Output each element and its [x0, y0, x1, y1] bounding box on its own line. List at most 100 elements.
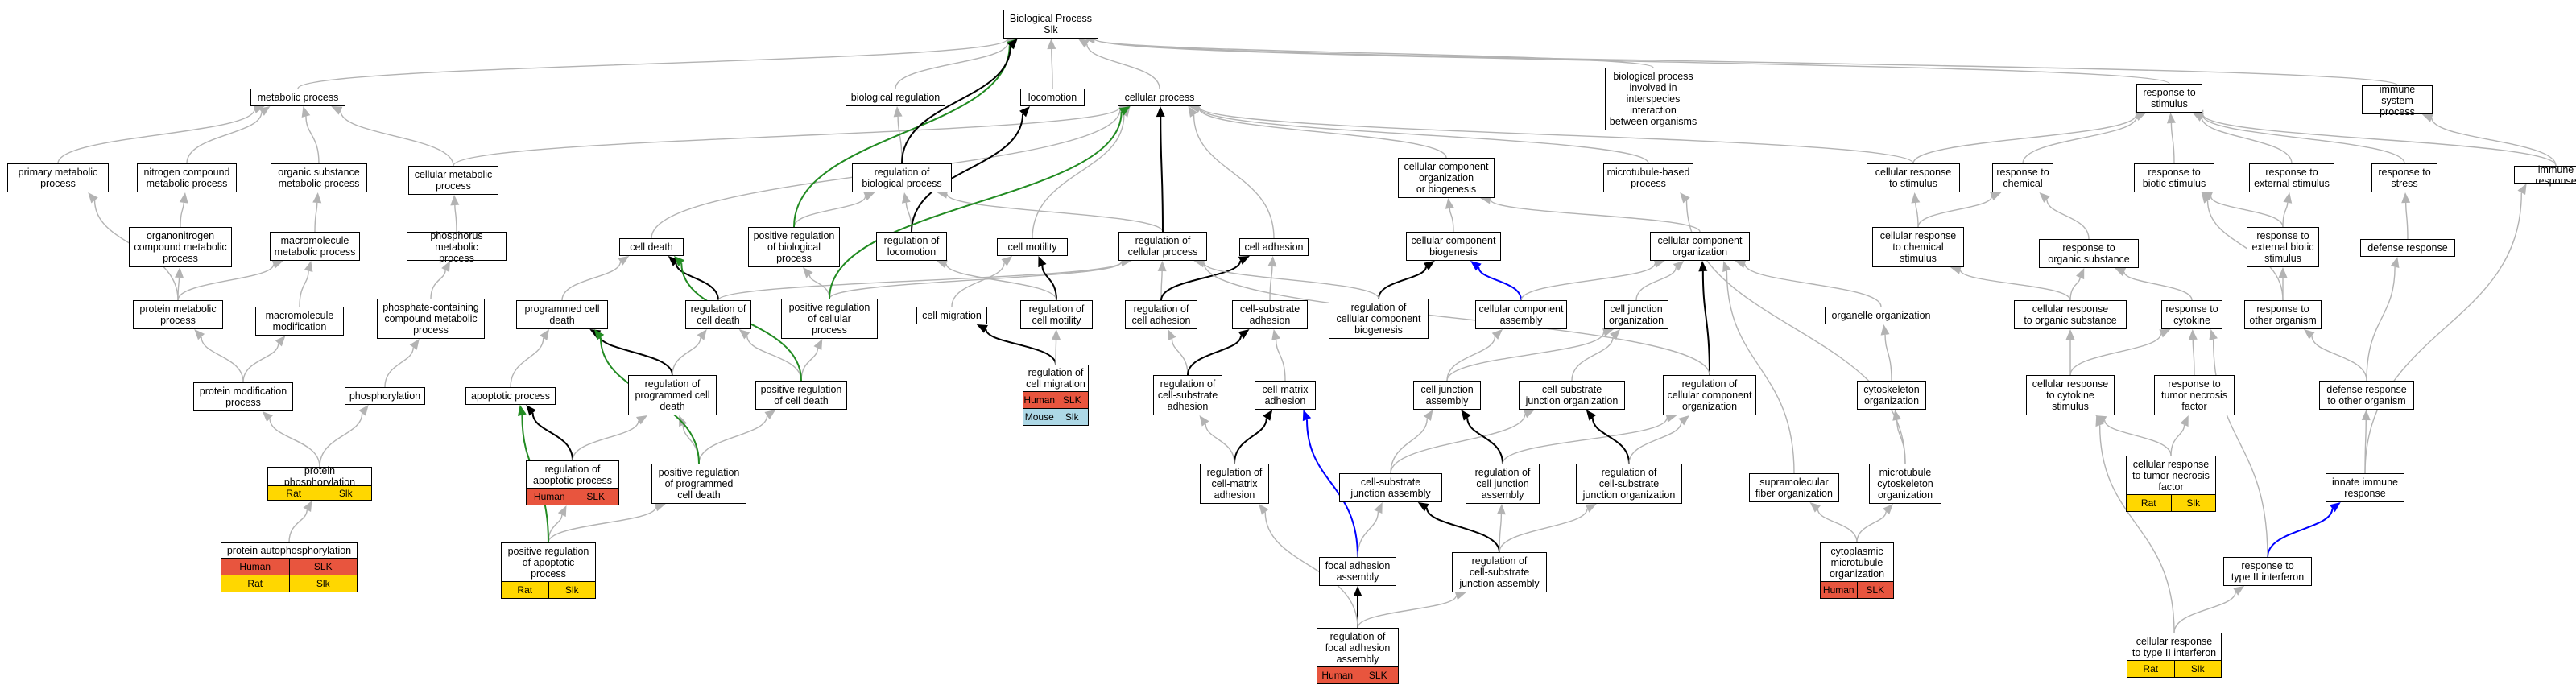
- edge-arrowhead: [618, 256, 630, 266]
- go-term-node: supramolecular fiber organization: [1749, 473, 1839, 502]
- edge-arrowhead: [409, 339, 420, 350]
- go-term-node: phosphate-containing compound metabolic …: [377, 299, 485, 339]
- edge-arrowhead: [1193, 258, 1205, 268]
- go-term-node: primary metabolic process: [7, 163, 109, 192]
- go-term-node: cellular response to tumor necrosis fact…: [2126, 456, 2216, 512]
- edge-line: [2098, 425, 2175, 633]
- go-term-node: defense response: [2360, 239, 2455, 257]
- go-term-node: cell migration: [916, 307, 987, 324]
- edge-arrowhead: [1353, 586, 1362, 596]
- edge-arrowhead: [2095, 415, 2104, 427]
- go-term-node: cellular component organization: [1650, 232, 1750, 261]
- go-term-node: positive regulation of biological proces…: [748, 227, 840, 267]
- edge-line: [1094, 38, 2398, 86]
- go-term-node: response to other organism: [2244, 300, 2322, 329]
- go-term-label: regulation of cell migration: [1026, 367, 1085, 390]
- gene-cell: SLK: [1055, 392, 1088, 408]
- go-term-label: cellular component organization or bioge…: [1404, 161, 1489, 195]
- edge-arrowhead: [2390, 257, 2400, 268]
- go-term-node: cell death: [619, 238, 684, 256]
- species-cell: Rat: [2127, 661, 2174, 677]
- go-term-label: regulation of programmed cell death: [635, 378, 710, 412]
- go-term-node: protein modification process: [193, 382, 293, 411]
- edge-line: [319, 413, 363, 468]
- edge-line: [1306, 419, 1358, 558]
- edge-line: [1917, 196, 1993, 228]
- go-term-label: Biological Process Slk: [1009, 13, 1093, 35]
- edge-line: [1390, 418, 1428, 474]
- edge-arrowhead: [179, 192, 188, 204]
- edge-line: [672, 337, 701, 376]
- species-cell: Human: [1317, 667, 1358, 683]
- edge-line: [531, 412, 573, 461]
- edge-line: [1198, 106, 1914, 164]
- go-term-label: positive regulation of programmed cell d…: [658, 467, 740, 501]
- edge-line: [2431, 118, 2557, 167]
- go-term-label: cell-matrix adhesion: [1262, 384, 1309, 406]
- edge-line: [299, 270, 309, 307]
- go-term-label: focal adhesion assembly: [1325, 560, 1391, 583]
- go-term-label: cellular process: [1124, 92, 1195, 103]
- edge-arrowhead: [253, 105, 265, 113]
- edge-line: [1193, 114, 1275, 239]
- go-term-node: phosphorylation: [345, 387, 425, 405]
- gene-cell: SLK: [1856, 582, 1893, 598]
- edge-arrowhead: [1950, 266, 1962, 274]
- edge-arrowhead: [1735, 259, 1747, 269]
- go-term-node: organonitrogen compound metabolic proces…: [129, 227, 232, 267]
- edge-line: [1884, 334, 1892, 382]
- edge-arrowhead: [312, 192, 322, 204]
- edge-arrowhead: [1673, 261, 1685, 271]
- go-term-label: locomotion: [1028, 92, 1077, 103]
- go-term-label: nitrogen compound metabolic process: [143, 167, 230, 189]
- go-term-label: cell migration: [922, 310, 982, 321]
- edge-arrowhead: [2115, 267, 2127, 277]
- edge-arrowhead: [1118, 106, 1131, 116]
- go-term-node: nitrogen compound metabolic process: [137, 163, 237, 192]
- edge-arrowhead: [2278, 267, 2288, 278]
- go-term-label: macromolecule metabolic process: [274, 235, 356, 258]
- go-term-label: regulation of cell adhesion: [1131, 303, 1191, 326]
- go-term-node: protein metabolic process: [133, 300, 223, 329]
- edge-line: [897, 116, 903, 164]
- edge-line: [1591, 418, 1630, 464]
- edge-line: [1198, 108, 1447, 159]
- edge-line: [2069, 277, 2081, 301]
- edge-line: [1032, 114, 1125, 239]
- go-term-label: regulation of cell motility: [1028, 303, 1085, 326]
- edge-line: [2210, 196, 2284, 228]
- go-term-label: regulation of cellular component biogene…: [1336, 302, 1421, 336]
- edge-arrowhead: [275, 336, 286, 347]
- go-term-label: regulation of apoptotic process: [533, 463, 612, 486]
- go-term-label: immune response: [2535, 164, 2576, 187]
- go-term-label: regulation of cell junction assembly: [1474, 467, 1531, 501]
- edge-arrowhead: [303, 501, 312, 513]
- edge-line: [2201, 117, 2293, 164]
- go-term-node: cellular process: [1118, 89, 1201, 106]
- go-term-node: positive regulation of cell death: [755, 381, 847, 410]
- edge-arrowhead: [668, 256, 680, 266]
- go-term-label: response to stimulus: [2143, 87, 2196, 109]
- edge-line: [945, 263, 1057, 301]
- edge-line: [1203, 262, 1379, 299]
- go-term-node: locomotion: [1020, 89, 1085, 106]
- go-term-label: protein metabolic process: [139, 303, 217, 326]
- go-term-node: response to biotic stimulus: [2134, 163, 2214, 192]
- edge-line: [1160, 270, 1163, 301]
- edge-arrowhead: [517, 405, 527, 416]
- edge-arrowhead: [738, 329, 750, 340]
- edge-line: [186, 112, 263, 164]
- go-term-node: response to external stimulus: [2249, 163, 2334, 192]
- species-cell: Human: [527, 489, 573, 505]
- edge-line: [985, 328, 1056, 365]
- edge-arrowhead: [1199, 415, 1209, 427]
- edge-arrowhead: [194, 329, 205, 340]
- edge-line: [1234, 418, 1267, 464]
- go-term-node: innate immune response: [2326, 473, 2404, 502]
- go-term-label: response to organic substance: [2048, 242, 2130, 265]
